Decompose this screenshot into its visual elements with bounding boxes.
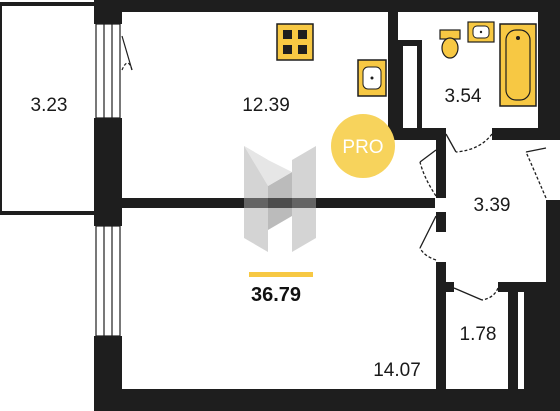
exterior-walls [94,0,560,411]
pro-badge-text: PRO [342,137,383,158]
door-icon [121,35,133,71]
toilet-icon [439,29,461,59]
window-icon [95,23,121,337]
room-area-hallway: 3.39 [474,195,511,216]
room-area-bathroom: 3.54 [445,86,482,107]
sink-icon [357,59,387,97]
room-area-wc: 1.78 [460,324,497,345]
room-area-kitchen: 12.39 [242,95,290,116]
stove-icon [276,23,314,61]
watermark-logo [244,146,316,252]
door-icon [419,133,547,301]
room-area-balcony: 3.23 [31,95,68,116]
total-area: 36.79 [251,284,301,306]
washbasin-icon [467,21,495,43]
total-area-underline [249,272,313,277]
room-area-bedroom: 14.07 [373,360,421,381]
pro-badge: PRO [331,114,395,178]
bathtub-icon [499,23,537,107]
